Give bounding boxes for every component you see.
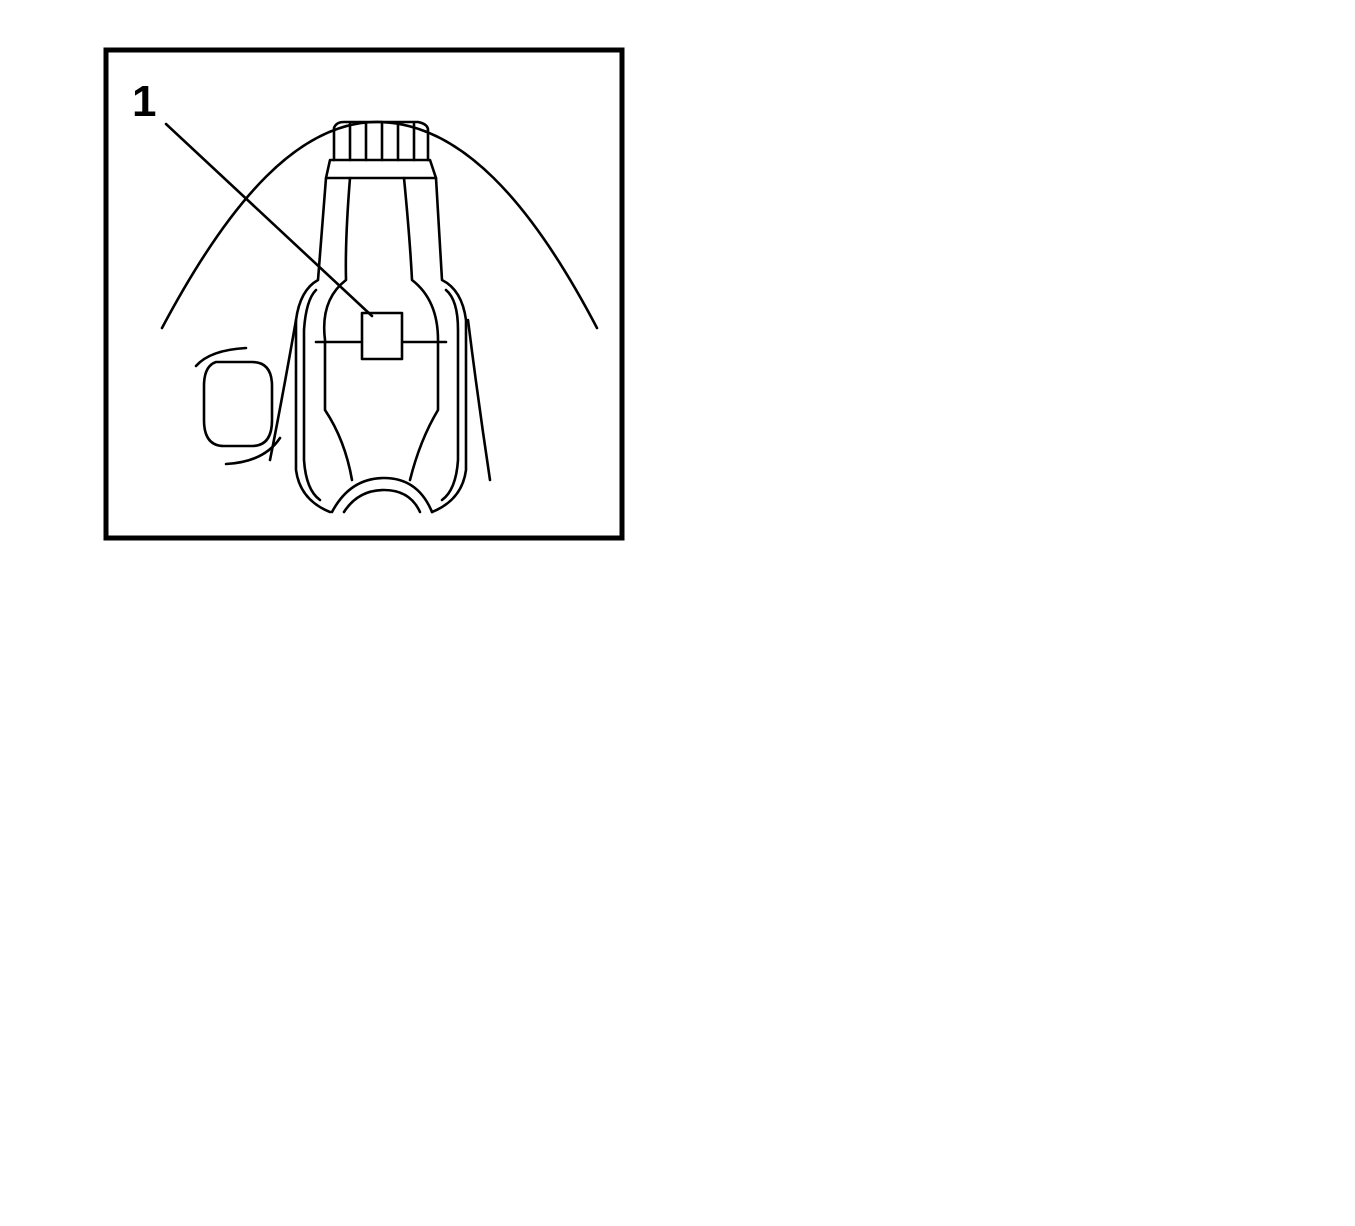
detail-inset: [103, 47, 625, 541]
inset-frame: [103, 47, 625, 541]
callout-label-1: 1: [132, 77, 157, 126]
